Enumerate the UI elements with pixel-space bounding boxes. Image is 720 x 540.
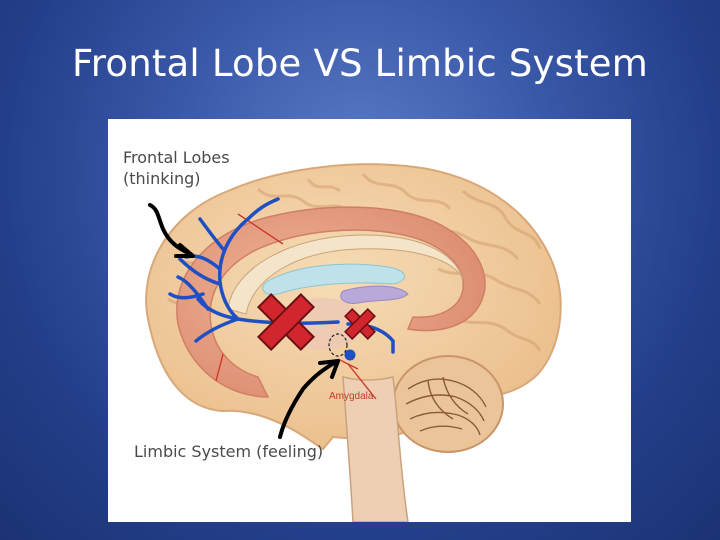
x-mark-icon [344, 308, 376, 340]
brain-diagram: Frontal Lobes (thinking) Amygdala Limbic… [108, 119, 631, 522]
corpus-callosum [227, 234, 464, 315]
arrow-icon [174, 243, 195, 258]
x-mark-icon [257, 293, 315, 351]
arrow-icon [148, 203, 194, 257]
neural-pathway [168, 197, 395, 354]
brainstem [342, 376, 409, 522]
limbic-system-label: Limbic System (feeling) [134, 442, 324, 461]
amygdala-marker [344, 349, 356, 361]
amygdala-outline [328, 333, 348, 357]
arrow-icon [318, 359, 340, 379]
frontal-lobes-label: Frontal Lobes (thinking) [123, 147, 230, 189]
limbic-band [176, 206, 486, 398]
frontal-label-line1: Frontal Lobes [123, 148, 230, 167]
brain-illustration [145, 163, 562, 522]
cerebellum [392, 355, 504, 453]
slide-title: Frontal Lobe VS Limbic System [71, 42, 649, 85]
amygdala-label: Amygdala [329, 391, 374, 402]
arrow-icon [278, 360, 338, 439]
frontal-label-line2: (thinking) [123, 169, 201, 188]
fornix [340, 285, 409, 304]
